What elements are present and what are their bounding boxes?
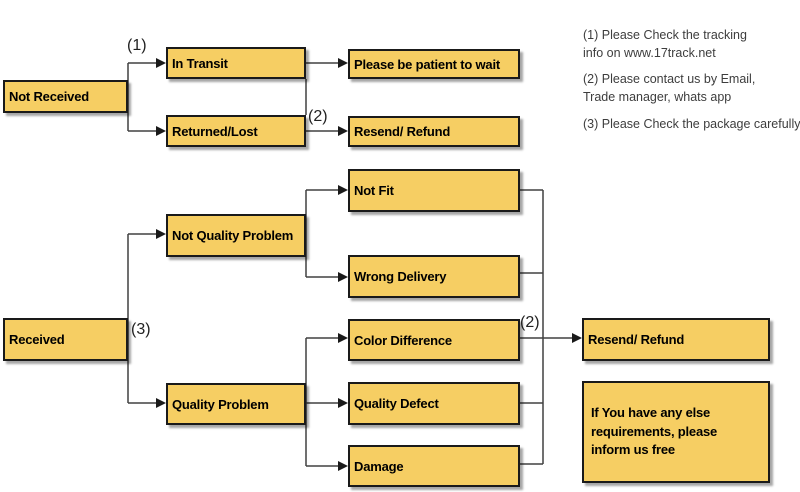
- node-not-received: Not Received: [3, 80, 128, 113]
- note-tracking-info: (1) Please Check the tracking info on ww…: [583, 28, 747, 60]
- note-check-package: (3) Please Check the package carefully: [583, 117, 800, 131]
- node-not-fit: Not Fit: [348, 169, 520, 212]
- edge-label-2-bottom: (2): [520, 314, 540, 331]
- node-quality-defect: Quality Defect: [348, 382, 520, 425]
- node-in-transit: In Transit: [166, 47, 306, 79]
- node-wrong-delivery: Wrong Delivery: [348, 255, 520, 298]
- node-damage: Damage: [348, 445, 520, 487]
- node-resend-refund-bottom: Resend/ Refund: [582, 318, 770, 361]
- node-quality-problem: Quality Problem: [166, 383, 306, 425]
- node-please-be-patient: Please be patient to wait: [348, 49, 520, 79]
- node-color-difference: Color Difference: [348, 319, 520, 361]
- edge-label-3: (3): [131, 321, 151, 338]
- edge-label-1: (1): [127, 37, 147, 54]
- node-not-quality-problem: Not Quality Problem: [166, 214, 306, 257]
- node-any-else-requirements: If You have any else requirements, pleas…: [582, 381, 770, 483]
- node-resend-refund-top: Resend/ Refund: [348, 116, 520, 147]
- note-contact-us: (2) Please contact us by Email, Trade ma…: [583, 72, 756, 104]
- node-received: Received: [3, 318, 128, 361]
- node-returned-lost: Returned/Lost: [166, 115, 306, 147]
- edge-label-2-top: (2): [308, 108, 328, 125]
